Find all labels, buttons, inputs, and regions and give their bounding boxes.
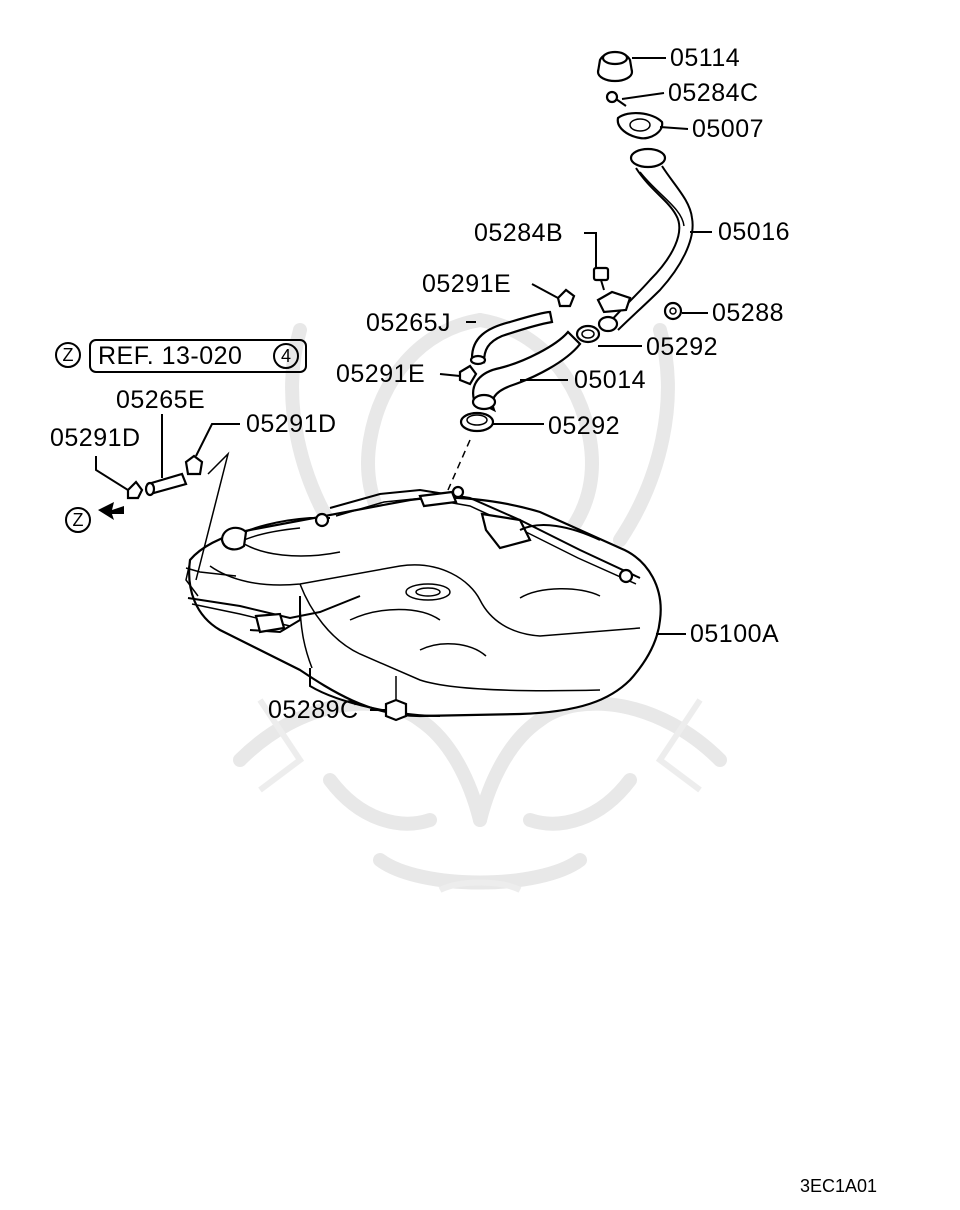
part-label-05114: 05114 — [670, 44, 740, 72]
leader-lines — [95, 57, 712, 711]
gasket-plate-icon — [616, 112, 664, 140]
bolt-icon — [592, 266, 610, 291]
routing-line — [447, 439, 471, 491]
clip-icon — [556, 288, 576, 308]
grommet-icon — [663, 301, 683, 321]
part-label-05291E-lower: 05291E — [336, 360, 425, 388]
diagram-code: 3EC1A01 — [800, 1176, 877, 1196]
part-label-05100A: 05100A — [690, 620, 779, 648]
filler-hose-icon — [471, 330, 582, 413]
clip-icon — [126, 480, 144, 500]
tank-fuel-lines-icon — [185, 485, 641, 634]
fuel-tank-icon — [185, 496, 662, 718]
drain-nut-icon — [384, 676, 408, 722]
screw-icon — [605, 90, 627, 107]
breather-hose-icon — [469, 310, 554, 366]
part-label-05007: 05007 — [692, 115, 764, 143]
part-label-05291E-upper: 05291E — [422, 270, 511, 298]
fuel-cap-icon — [596, 50, 634, 83]
reference-marker: Z — [63, 345, 74, 365]
part-label-05291D-left: 05291D — [50, 424, 141, 452]
part-label-05288: 05288 — [712, 299, 784, 327]
part-label-05292-lower: 05292 — [548, 412, 620, 440]
part-label-05284B: 05284B — [474, 219, 563, 247]
clip-icon — [184, 454, 204, 476]
connector-arrow-icon — [98, 502, 124, 520]
hose-clamp-icon — [459, 411, 495, 433]
part-label-05291D-right: 05291D — [246, 410, 337, 438]
hose-clamp-icon — [575, 324, 601, 344]
watermark-emblem — [233, 313, 727, 893]
part-label-05289C: 05289C — [268, 696, 359, 724]
reference-text: REF. 13-020 — [98, 342, 242, 370]
part-label-05016: 05016 — [718, 218, 790, 246]
reference-box[interactable]: Z REF. 13-020 4 — [55, 339, 307, 373]
part-label-05265J: 05265J — [366, 309, 451, 337]
vapor-hose-icon — [144, 472, 188, 497]
connector-marker-text: Z — [73, 510, 84, 530]
clip-icon — [458, 364, 478, 386]
filler-neck-pipe-icon — [596, 147, 694, 333]
part-label-05265E: 05265E — [116, 386, 205, 414]
part-label-05292-upper: 05292 — [646, 333, 718, 361]
connector-marker[interactable]: Z — [65, 507, 91, 533]
part-label-05284C: 05284C — [668, 79, 759, 107]
part-label-05014: 05014 — [574, 366, 646, 394]
reference-number: 4 — [281, 346, 291, 366]
